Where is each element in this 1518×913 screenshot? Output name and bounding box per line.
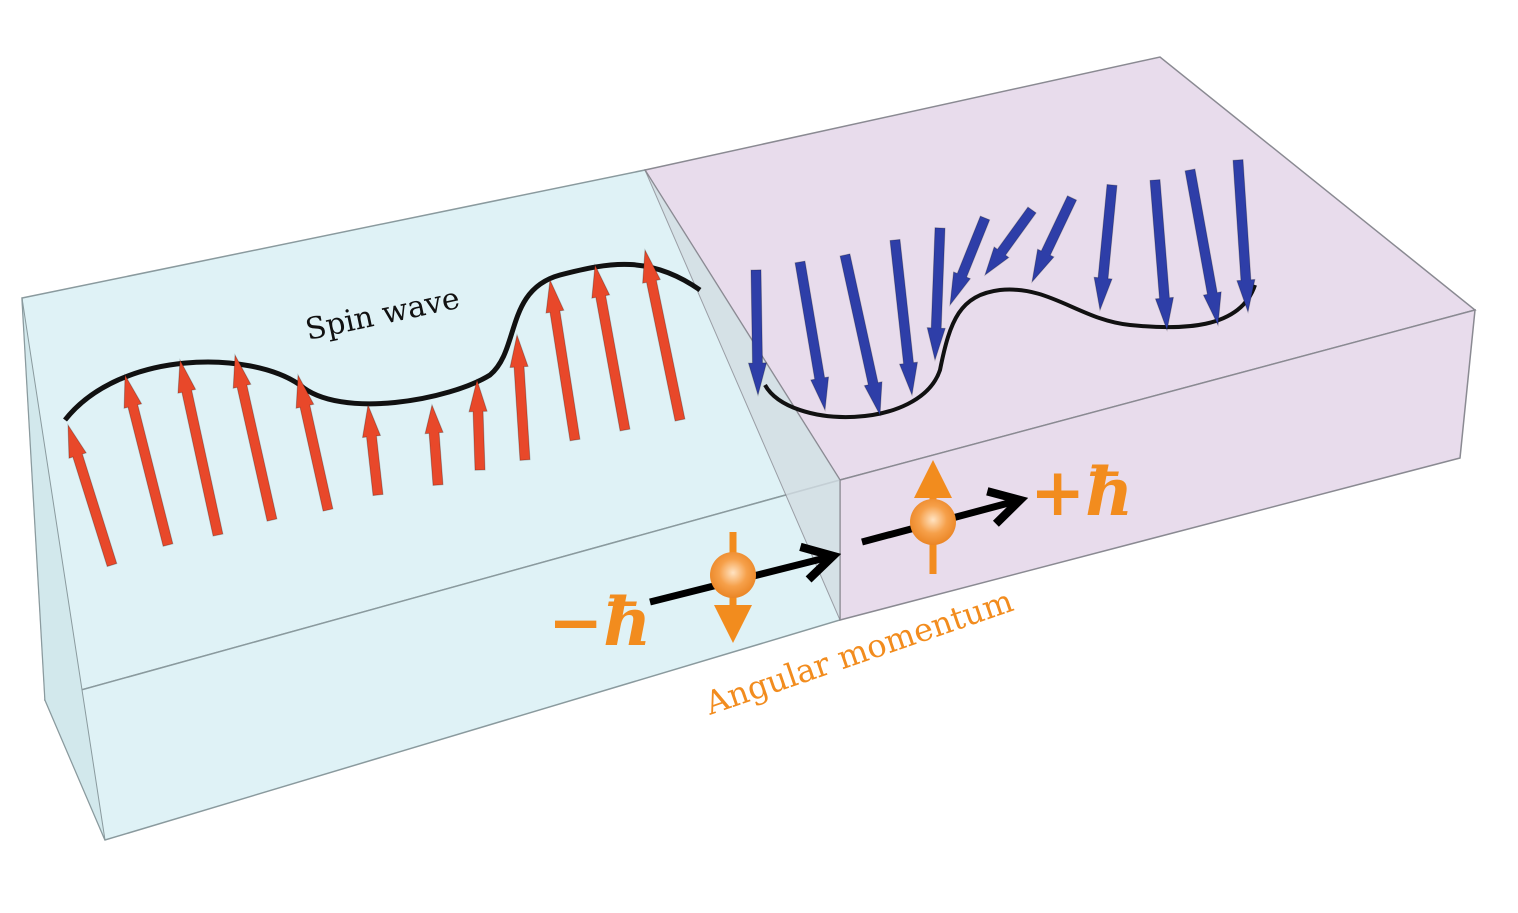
- spin-up-arrow-icon: [177, 358, 224, 537]
- spin-down-arrow-icon: [1149, 179, 1175, 332]
- minus-hbar-label: −ħ: [548, 583, 651, 661]
- spin-down-arrow-icon: [1232, 159, 1256, 314]
- spin-up-arrow-icon: [123, 373, 174, 547]
- spin-down-arrow-icon: [984, 206, 1037, 277]
- spin-up-arrow-icon: [67, 423, 118, 568]
- plus-hbar-label: +ħ: [1030, 453, 1133, 531]
- spin-down-arrow-icon: [1184, 168, 1222, 327]
- spin-down-arrow-icon: [889, 238, 919, 397]
- spin-down-arrow-icon: [926, 227, 946, 362]
- spin-up-arrow-icon: [914, 460, 952, 498]
- electron-spin-down: [649, 532, 842, 643]
- spin-up-arrow-icon: [424, 403, 444, 486]
- right-magnet-block: [643, 56, 1477, 621]
- spin-down-arrow-icon: [714, 605, 752, 643]
- spin-up-arrow-icon: [468, 378, 488, 471]
- spin-up-arrow-icon: [591, 263, 631, 432]
- spin-down-arrows: [747, 159, 1256, 417]
- spin-up-arrow-icon: [361, 403, 384, 497]
- spin-down-arrow-icon: [1031, 195, 1078, 284]
- spin-up-arrow-icon: [295, 373, 334, 512]
- spin-wave-curve-left: [63, 261, 702, 422]
- spin-down-arrow-icon: [1093, 183, 1118, 312]
- spin-wave-curve-right: [763, 284, 1257, 419]
- spin-up-arrow-icon: [545, 278, 581, 442]
- spin-down-arrow-icon: [839, 253, 883, 417]
- spin-down-arrow-icon: [747, 269, 768, 397]
- electron-ball: [910, 499, 956, 545]
- spin-down-arrow-icon: [794, 260, 830, 412]
- spin-up-arrow-icon: [642, 248, 686, 422]
- electron-spin-up: [861, 460, 1029, 574]
- spin-down-arrow-icon: [949, 215, 991, 307]
- spin-up-arrow-icon: [509, 333, 531, 461]
- electron-ball: [710, 552, 756, 598]
- spin-up-arrow-icon: [232, 353, 278, 522]
- spin-up-arrows: [67, 248, 686, 568]
